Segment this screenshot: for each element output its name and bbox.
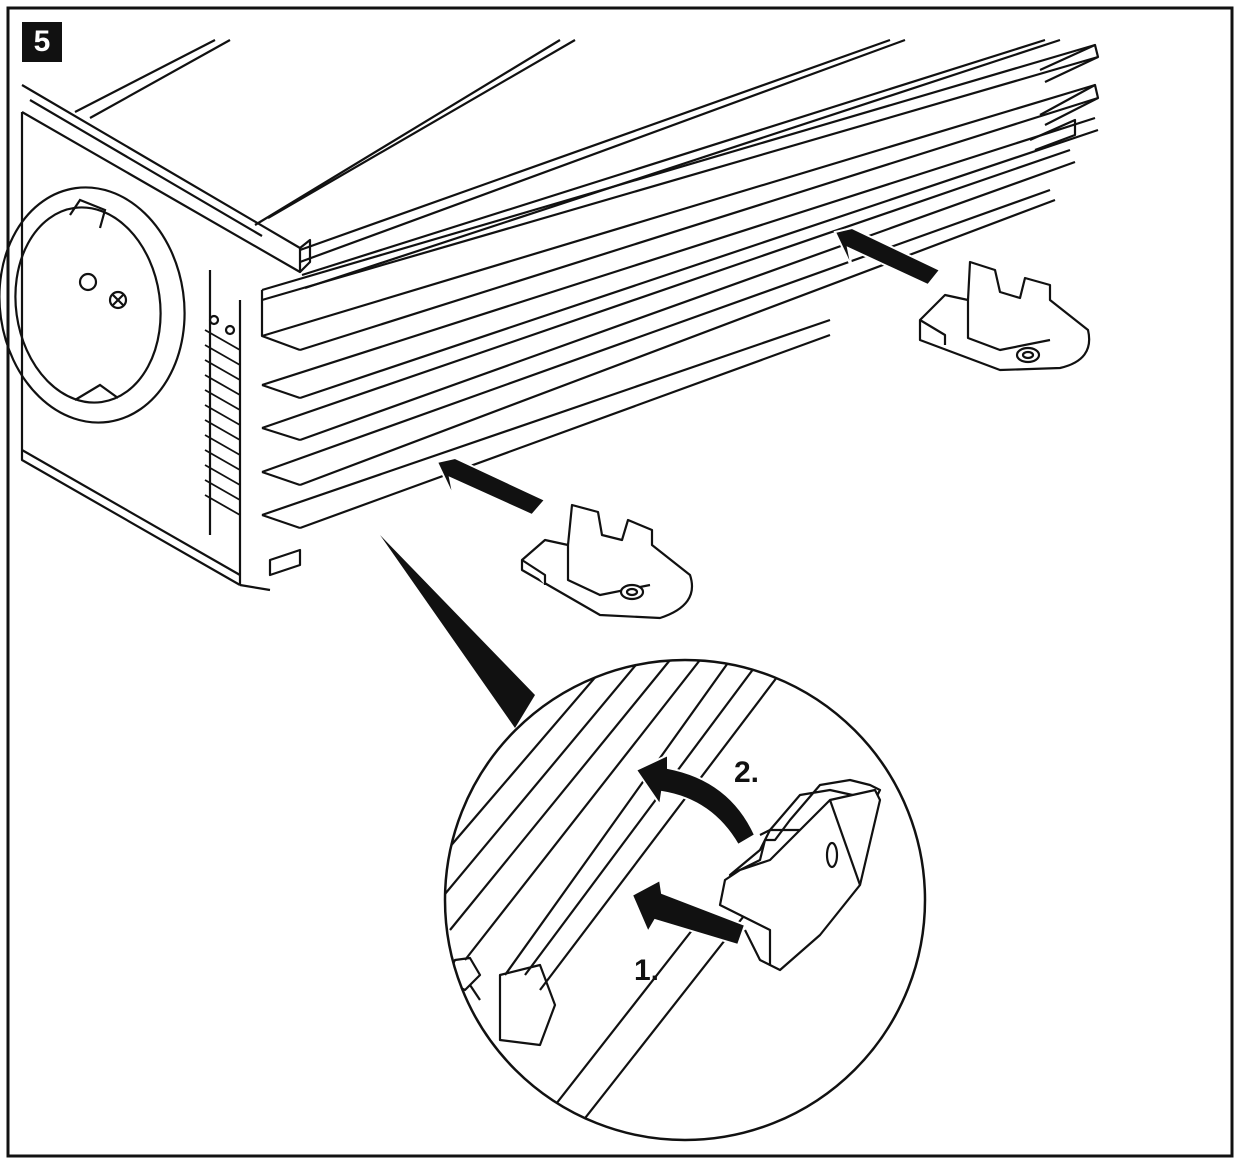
power-socket: [0, 186, 186, 424]
step-number-badge: 5: [22, 22, 62, 62]
zoom-pointer: [380, 535, 535, 728]
inverter-housing: [20, 38, 1100, 592]
insert-arrow-right: [833, 226, 942, 287]
step-two-label: 2.: [734, 756, 759, 789]
step-one-label: 1.: [634, 954, 659, 987]
insert-arrow-left: [435, 456, 547, 517]
mounting-bracket-right: [918, 260, 1091, 372]
push-arrow: [630, 878, 747, 947]
mounting-bracket-left: [520, 503, 694, 620]
rotate-arrow: [634, 753, 757, 847]
detail-view: 1. 2.: [443, 658, 927, 1142]
